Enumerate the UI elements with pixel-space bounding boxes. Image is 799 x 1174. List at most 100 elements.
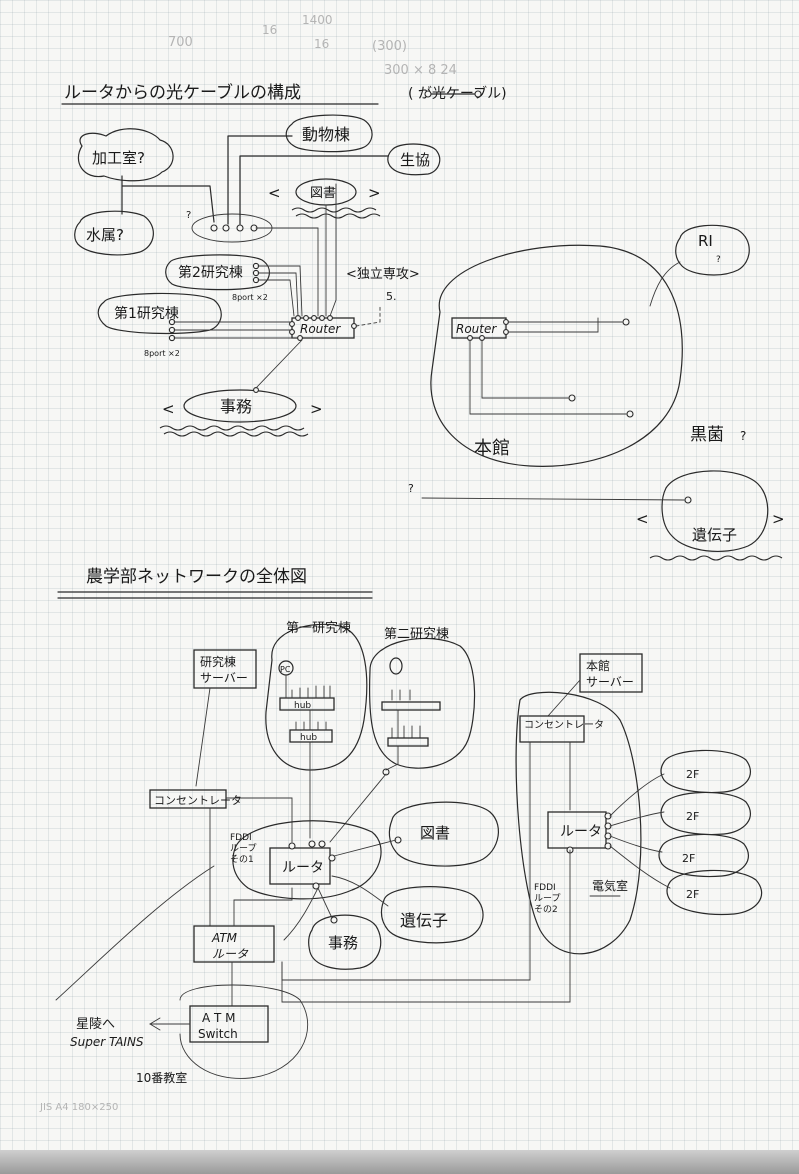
- header-note: 16: [262, 23, 277, 37]
- cable: [257, 279, 295, 317]
- jimu1-label: 事務: [220, 397, 252, 416]
- cable: [257, 265, 303, 317]
- kakoshitsu-cable: [121, 185, 215, 223]
- long-cable: [55, 865, 215, 1001]
- tosho2-label: 図書: [420, 824, 450, 842]
- port-note: 8port ×2: [232, 293, 268, 302]
- header-note: (300): [372, 39, 407, 54]
- seikyo-cable: [239, 155, 389, 225]
- note-5: 5.: [386, 290, 397, 303]
- ri-node: RI ?: [649, 224, 750, 307]
- iden1-node: 遺伝子 < > ?: [408, 470, 785, 561]
- concentrator-right-label: コンセントレータ: [524, 719, 604, 731]
- f2c-label: 2F: [682, 852, 695, 865]
- page-footer: JIS A4 180×250: [39, 1102, 118, 1113]
- kenkyu-server-node: 研究棟サーバー: [193, 649, 257, 787]
- tosho2-node: 図書: [333, 801, 499, 867]
- dokuritsu-cable: [355, 305, 381, 327]
- port-note: 8port ×2: [144, 349, 180, 358]
- jimu2-label: 事務: [328, 934, 358, 952]
- tosho1-node: 図書 < >: [268, 178, 381, 219]
- kokin-label: 黒菌: [690, 425, 724, 445]
- iden1-label: 遺伝子: [692, 526, 737, 544]
- kyoshitsu10-outline: [179, 984, 309, 1079]
- honkan-region: [515, 691, 642, 955]
- section1-title: ルータからの光ケーブルの構成: [64, 82, 301, 103]
- kyoshitsu10-label: 10番教室: [136, 1070, 187, 1085]
- patch-group: ?: [186, 210, 273, 243]
- dokuritsu-label: <独立専攻>: [346, 267, 420, 282]
- dai1-node: 第1研究棟 8port ×2: [97, 292, 222, 358]
- dai2-node: 第2研究棟 8port ×2: [165, 254, 270, 302]
- jimu1-node: 事務 < >: [159, 339, 323, 437]
- supertains-label: Super TAINS: [70, 1035, 144, 1049]
- iden2-label: 遺伝子: [400, 911, 448, 930]
- suizoku-node: 水属?: [74, 210, 154, 256]
- header-note: 16: [314, 37, 329, 51]
- ri-label: RI: [698, 232, 713, 250]
- dai2-label: 第二研究棟: [384, 627, 449, 642]
- dai2-label: 第2研究棟: [178, 264, 243, 281]
- floor-2f-c: 2F: [609, 833, 750, 878]
- router2-label: Router: [456, 322, 497, 336]
- bracket-left: <: [162, 400, 175, 418]
- cable: [257, 272, 299, 317]
- question-mark: ?: [408, 482, 414, 495]
- concentrator-left-node: コンセントレータ: [149, 789, 293, 927]
- tosho1-label: 図書: [310, 186, 336, 201]
- router-s2-right: ルータ: [281, 811, 612, 1003]
- kenkyu-server-label: 研究棟サーバー: [200, 654, 248, 685]
- dobutsuto-label: 動物棟: [302, 125, 350, 144]
- honkan-server-label: 本館サーバー: [586, 658, 634, 689]
- router-s2-left-label: ルータ: [282, 860, 324, 876]
- dai1-label: 第1研究棟: [114, 305, 179, 322]
- bracket-left: <: [636, 510, 649, 528]
- router1-label: Router: [300, 322, 341, 336]
- hub1-label: hub: [294, 701, 311, 711]
- kakoshitsu-node: 加工室?: [77, 128, 174, 182]
- seikyo-label: 生協: [400, 151, 430, 169]
- router-s2-right-label: ルータ: [560, 824, 602, 840]
- cable: [329, 183, 337, 317]
- pc-label: PC: [280, 665, 291, 674]
- honkan-group: Router 本館: [430, 244, 683, 467]
- seikyo-node: 生協: [387, 143, 441, 176]
- dai1-building: 第一研究棟 PC hub hub: [265, 621, 368, 839]
- bracket-left: <: [268, 184, 281, 202]
- header-note: 300 × 8 24: [384, 63, 457, 78]
- section2-title: 農学部ネットワークの全体図: [86, 567, 307, 587]
- concentrator-left-label: コンセントレータ: [154, 794, 242, 807]
- floor-2f-d: 2F: [609, 845, 763, 916]
- f2d-label: 2F: [686, 888, 699, 901]
- floor-2f-a: 2F: [609, 749, 752, 817]
- dai2-building: 第二研究棟: [329, 627, 476, 843]
- honkan-label: 本館: [474, 438, 510, 459]
- router1-node: Router: [289, 315, 357, 341]
- page-edge: [0, 1150, 799, 1174]
- seiryo-label: 星陵へ: [76, 1017, 115, 1032]
- kakoshitsu-label: 加工室?: [92, 149, 145, 167]
- bracket-right: >: [310, 400, 323, 418]
- honkan-server-node: 本館サーバー: [547, 653, 643, 717]
- question-mark: ?: [186, 210, 191, 221]
- header-note: 1400: [302, 13, 333, 27]
- dobutsuto-node: 動物棟: [285, 114, 373, 153]
- question-mark: ?: [716, 255, 721, 265]
- denshi-label: 電気室: [592, 878, 628, 893]
- legend-cable-icon: [424, 90, 482, 98]
- dai1-label: 第一研究棟: [286, 621, 351, 636]
- hub2-label: hub: [300, 733, 317, 743]
- header-notes: 700 16 1400 16 (300) 300 × 8 24: [168, 13, 457, 78]
- bracket-right: >: [772, 510, 785, 528]
- cable: [255, 227, 319, 317]
- dobutsu-cable: [227, 135, 293, 225]
- router-s2-left: ルータ: [269, 840, 336, 890]
- f2b-label: 2F: [686, 810, 699, 823]
